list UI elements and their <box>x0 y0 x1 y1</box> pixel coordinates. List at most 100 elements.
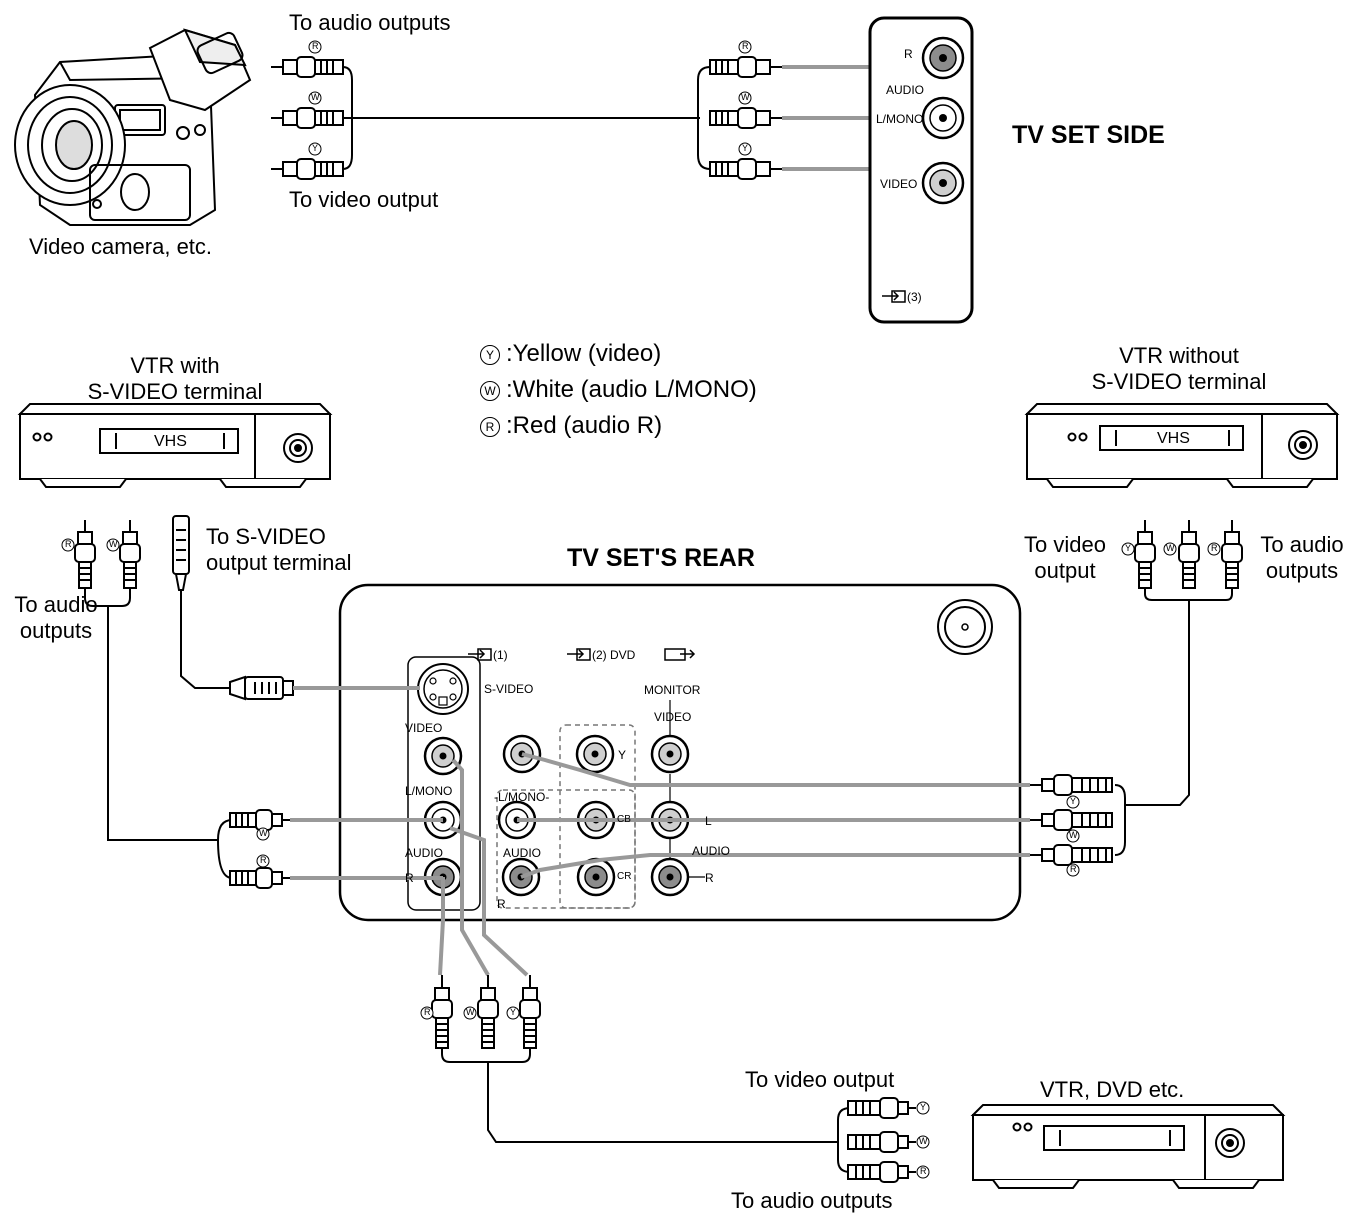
plug-bottom-y <box>519 975 541 1049</box>
rear-lmono-label: L/MONO <box>405 784 453 798</box>
right-video-label: To video output <box>1010 532 1120 585</box>
plug-camera-y <box>271 158 344 180</box>
vtr-svideo-line2: S-VIDEO terminal <box>87 379 263 405</box>
bottom-vertical-plugs <box>431 975 916 1183</box>
plug-letter-right-y: Y <box>1125 543 1132 553</box>
rear-jack-mon-video <box>650 734 690 774</box>
plug-letter-right-w: W <box>1166 543 1175 553</box>
vtr-plain-title: VTR without S-VIDEO terminal <box>1064 343 1294 396</box>
rear-monitor-label: MONITOR <box>644 683 701 697</box>
right-vertical-plugs <box>1030 520 1243 866</box>
plug-letter-dvd-w: W <box>919 1136 928 1146</box>
legend: Y:Yellow (video) W:White (audio L/MONO) … <box>480 340 757 448</box>
bottom-audio-out-label: To audio outputs <box>731 1188 893 1213</box>
plug-letter-cam-r: R <box>312 41 319 51</box>
plug-letter-bottom-r: R <box>424 1007 431 1017</box>
legend-yellow: Y :Yellow (video) <box>480 340 757 376</box>
bottom-video-out-label: To video output <box>745 1067 895 1092</box>
svideo-plug-vertical <box>172 515 190 591</box>
left-audio-label: To audio outputs <box>2 592 110 645</box>
plug-letter-left-r: R <box>65 539 72 549</box>
tv-rear-title: TV SET'S REAR <box>567 544 755 572</box>
right-audio-line1: To audio <box>1260 532 1344 557</box>
plug-letter-righth-r: R <box>1070 864 1077 874</box>
rear-mon-audio-label: AUDIO <box>692 844 731 858</box>
legend-y-symbol: Y <box>480 344 500 365</box>
side-lmono-label: L/MONO <box>876 112 924 126</box>
plug-side-r <box>709 56 782 78</box>
side-audio-label: AUDIO <box>886 83 925 97</box>
rear-jack-y <box>575 734 615 774</box>
rear-jack-in1-video <box>423 736 463 776</box>
rear-audio2-label: AUDIO <box>503 846 542 860</box>
rear-y-label: Y <box>618 748 627 762</box>
rear-input1-label: (1) <box>493 648 508 662</box>
plug-camera-r <box>271 56 344 78</box>
plug-bottom-r <box>431 975 453 1049</box>
plug-letter-side-w: W <box>741 92 750 102</box>
rear-grey-cables <box>290 686 1030 977</box>
input-2-icon <box>567 648 591 661</box>
vtr-plain-line1: VTR without <box>1119 343 1239 368</box>
vhs-label-right: VHS <box>1157 430 1190 447</box>
vhs-label-left: VHS <box>154 433 187 450</box>
plug-side-y <box>709 158 782 180</box>
plug-right-h-y <box>1030 774 1113 796</box>
plug-letter-dvd-y: Y <box>920 1102 927 1112</box>
vtr-plain-line2: S-VIDEO terminal <box>1091 369 1267 395</box>
legend-yellow-text: :Yellow (video) <box>506 340 662 367</box>
svideo-plug-horizontal <box>229 675 294 701</box>
svideo-out-label: To S-VIDEO output terminal <box>206 524 352 577</box>
camera-name-label: Video camera, etc. <box>29 234 213 259</box>
rear-jack-mon-r <box>650 857 690 897</box>
video-camera-illustration <box>14 28 252 226</box>
rear-video-label: VIDEO <box>405 721 443 735</box>
plug-letter-left-w: W <box>109 539 118 549</box>
plug-letter-lefth-r: R <box>260 855 267 865</box>
dvd-name-label: VTR, DVD etc. <box>1040 1077 1185 1102</box>
tv-rear-panel <box>338 583 1022 922</box>
plug-letter-cam-w: W <box>311 92 320 102</box>
plug-letter-righth-y: Y <box>1070 796 1077 806</box>
right-audio-line2: outputs <box>1265 558 1339 584</box>
plug-left-h-r <box>229 867 290 889</box>
input-1-icon <box>468 648 492 661</box>
plug-right-y <box>1134 520 1156 589</box>
plug-dvd-r <box>847 1161 916 1183</box>
camera-audio-out-label: To audio outputs <box>289 10 451 35</box>
side-panel-plugs <box>697 56 782 180</box>
legend-red-text: :Red (audio R) <box>506 412 663 439</box>
plug-left-r <box>74 520 96 589</box>
right-audio-label: To audio outputs <box>1248 532 1356 585</box>
plug-letter-bottom-w: W <box>466 1007 475 1017</box>
plug-camera-w <box>271 107 344 129</box>
plug-letter-cam-y: Y <box>312 143 319 153</box>
plug-letter-dvd-r: R <box>920 1166 927 1176</box>
plug-letter-circles <box>61 40 1221 1179</box>
plug-right-w <box>1178 520 1200 589</box>
vtr-svideo-title: VTR with S-VIDEO terminal <box>60 353 290 406</box>
legend-white: W:White (audio L/MONO) <box>480 376 757 412</box>
camera-video-out-label: To video output <box>289 187 439 212</box>
plug-letter-right-r: R <box>1211 543 1218 553</box>
antenna-jack <box>937 599 993 655</box>
rear-r2-label: R <box>497 897 506 911</box>
left-audio-line1: To audio <box>14 592 98 617</box>
vtr-plain-unit <box>1024 403 1340 488</box>
rear-input2-label: (2) DVD <box>592 648 636 662</box>
left-vertical-plugs <box>74 515 305 889</box>
plug-dvd-y <box>847 1097 916 1119</box>
side-jack-video <box>921 161 965 205</box>
plug-letter-righth-w: W <box>1069 830 1078 840</box>
tv-side-panel <box>868 16 974 324</box>
plug-dvd-w <box>847 1131 916 1153</box>
svideo-out-line2: output terminal <box>206 550 352 576</box>
right-video-line2: output <box>1034 558 1096 584</box>
plug-letter-side-y: Y <box>742 143 749 153</box>
legend-w-symbol: W <box>480 380 500 401</box>
vtr-svideo-line1: VTR with <box>130 353 220 378</box>
tv-side-title: TV SET SIDE <box>1012 121 1165 149</box>
rear-cr-label: CR <box>617 871 632 882</box>
camera-plugs <box>271 56 700 180</box>
